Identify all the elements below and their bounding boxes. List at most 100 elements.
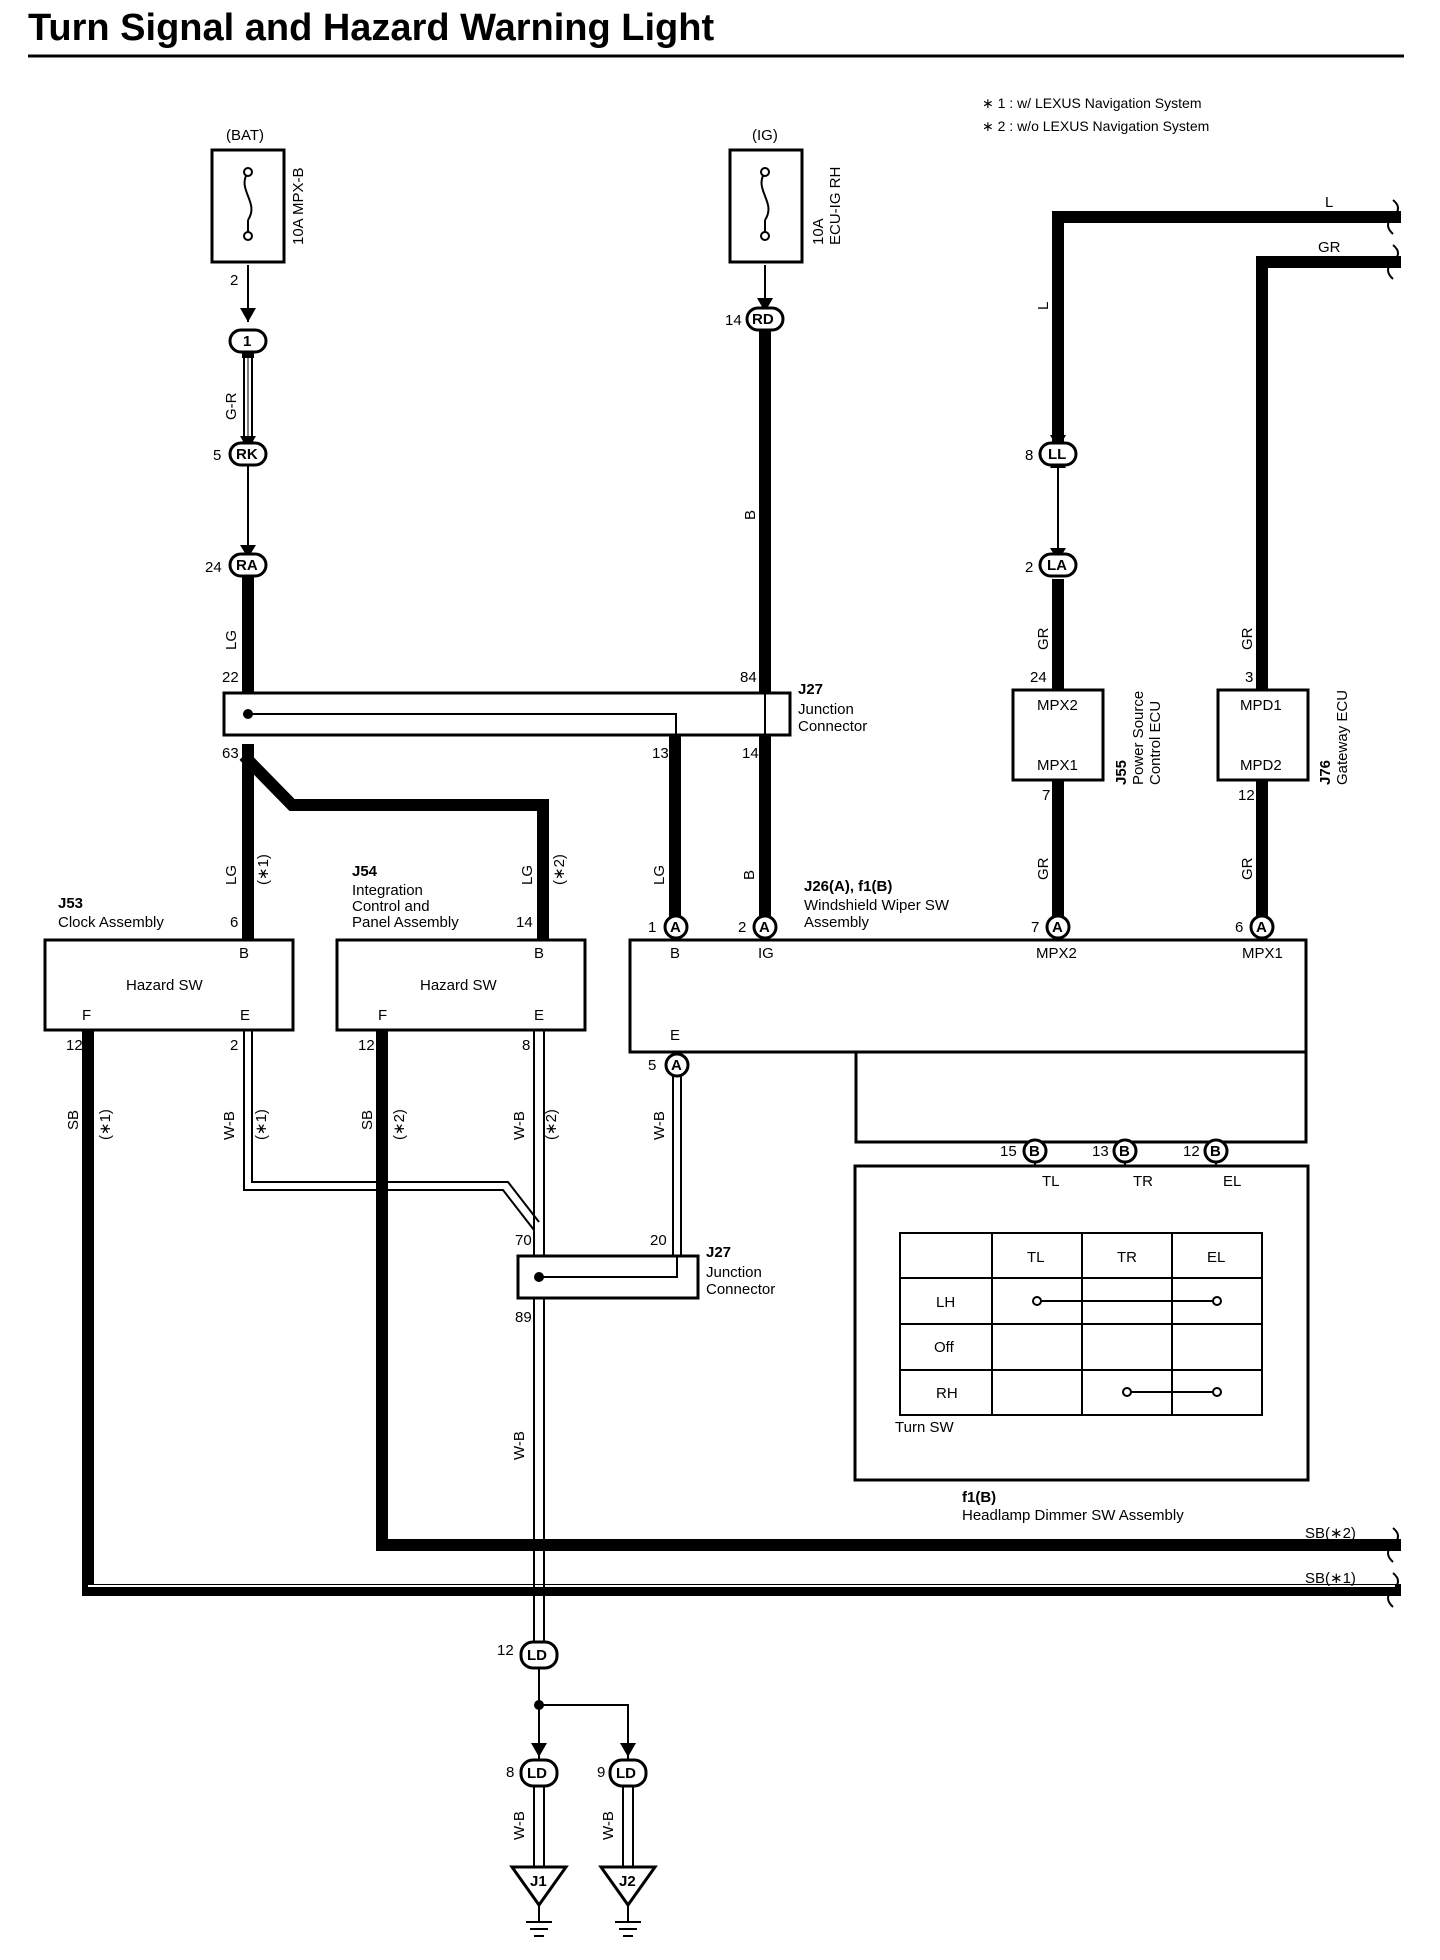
svg-text:10A: 10A [810,218,827,245]
svg-text:IG: IG [758,945,774,962]
svg-text:Windshield Wiper SW: Windshield Wiper SW [804,897,950,914]
svg-text:E: E [670,1027,680,1044]
svg-text:G-R: G-R [223,392,240,420]
svg-text:GR: GR [1035,857,1052,880]
svg-text:Junction: Junction [798,701,854,718]
svg-text:(∗2): (∗2) [391,1109,408,1140]
svg-text:W-B: W-B [511,1811,528,1840]
svg-text:A: A [670,919,681,936]
fuse-bat: (BAT) 10A MPX-B 2 [210,127,307,289]
j26-windshield-wiper-sw-assembly: J26(A), f1(B) Windshield Wiper SW Assemb… [628,878,1308,1164]
svg-text:J76: J76 [1317,760,1334,785]
svg-text:Power Source: Power Source [1130,691,1147,785]
svg-text:14: 14 [742,745,759,762]
svg-text:RA: RA [236,557,258,574]
svg-text:(IG): (IG) [752,127,778,144]
svg-text:W-B: W-B [651,1111,668,1140]
svg-text:f1(B): f1(B) [962,1489,996,1506]
svg-text:B: B [741,870,758,880]
svg-text:RK: RK [236,446,258,463]
svg-text:84: 84 [740,669,757,686]
svg-text:LA: LA [1047,557,1067,574]
fuse-ig: (IG) 10A ECU-IG RH [728,127,844,264]
svg-text:GR: GR [1318,239,1341,256]
svg-text:J53: J53 [58,895,83,912]
svg-text:8: 8 [1025,447,1033,464]
svg-text:Hazard SW: Hazard SW [126,977,204,994]
svg-text:Clock Assembly: Clock Assembly [58,914,164,931]
svg-text:2: 2 [738,919,746,936]
svg-text:Assembly: Assembly [804,914,870,931]
svg-text:MPX2: MPX2 [1036,945,1077,962]
svg-text:8: 8 [522,1037,530,1054]
svg-text:LL: LL [1048,446,1066,463]
svg-text:J2: J2 [619,1873,636,1890]
wire-break-marks [1387,199,1399,1608]
svg-text:14: 14 [725,312,742,329]
svg-text:20: 20 [650,1232,667,1249]
svg-text:SB(∗2): SB(∗2) [1305,1525,1356,1542]
svg-text:Connector: Connector [798,718,867,735]
svg-text:SB: SB [65,1110,82,1130]
svg-text:3: 3 [1245,669,1253,686]
svg-text:W-B: W-B [221,1111,238,1140]
turn-sw-row-rh: RH [936,1385,958,1402]
svg-text:B: B [1029,1143,1040,1160]
svg-text:RD: RD [752,311,774,328]
ground-j2: J2 [598,1865,658,1937]
svg-text:24: 24 [1030,669,1047,686]
svg-text:LG: LG [651,865,668,885]
svg-text:24: 24 [205,559,222,576]
svg-text:2: 2 [230,272,238,289]
svg-text:15: 15 [1000,1143,1017,1160]
svg-text:B: B [742,510,759,520]
svg-text:7: 7 [1031,919,1039,936]
svg-text:B: B [1210,1143,1221,1160]
turn-sw-col-el: EL [1207,1249,1225,1266]
connector-ra: 24 RA [205,552,268,578]
svg-text:Panel Assembly: Panel Assembly [352,914,459,931]
svg-text:Connector: Connector [706,1281,775,1298]
svg-text:F: F [82,1007,91,1024]
connector-ld-12: 12 LD [497,1640,559,1670]
svg-text:5: 5 [213,447,221,464]
svg-text:Headlamp Dimmer SW Assembly: Headlamp Dimmer SW Assembly [962,1507,1184,1524]
legend-note-2: ∗ 2 : w/o LEXUS Navigation System [982,118,1209,134]
svg-text:(∗1): (∗1) [253,1109,270,1140]
svg-text:LD: LD [527,1765,547,1782]
svg-text:7: 7 [1042,787,1050,804]
connector-ld-8: 8 LD [506,1758,559,1788]
svg-text:A: A [1052,919,1063,936]
svg-text:MPD2: MPD2 [1240,757,1282,774]
svg-text:12: 12 [497,1642,514,1659]
turn-sw-row-off: Off [934,1339,955,1356]
turn-sw-contacts [1032,1296,1222,1397]
connector-ld-9: 9 LD [597,1758,648,1788]
svg-text:W-B: W-B [511,1111,528,1140]
svg-text:E: E [534,1007,544,1024]
svg-text:5: 5 [648,1057,656,1074]
svg-text:J54: J54 [352,863,378,880]
svg-text:L: L [1325,194,1333,211]
svg-text:63: 63 [222,745,239,762]
turn-sw-row-lh: LH [936,1294,955,1311]
svg-text:2: 2 [1025,559,1033,576]
j76-gateway-ecu: MPD1 MPD2 3 12 J76 Gateway ECU [1216,669,1351,804]
svg-text:2: 2 [230,1037,238,1054]
svg-text:GR: GR [1239,857,1256,880]
svg-text:LG: LG [519,865,536,885]
svg-text:MPX1: MPX1 [1037,757,1078,774]
svg-text:B: B [670,945,680,962]
svg-text:6: 6 [230,914,238,931]
turn-sw-col-tl: TL [1027,1249,1045,1266]
connector-ll: 8 LL [1025,441,1078,467]
j27-junction-connector-bottom: 70 20 89 J27 Junction Connector [515,1232,775,1326]
connector-rd: 14 RD [725,306,785,332]
svg-text:MPD1: MPD1 [1240,697,1282,714]
svg-text:LG: LG [223,865,240,885]
svg-text:LD: LD [616,1765,636,1782]
svg-text:(∗2): (∗2) [543,1109,560,1140]
j54-integration-control-panel-assembly: J54 Integration Control and Panel Assemb… [335,863,587,1054]
svg-text:GR: GR [1239,627,1256,650]
svg-text:Control and: Control and [352,898,430,915]
